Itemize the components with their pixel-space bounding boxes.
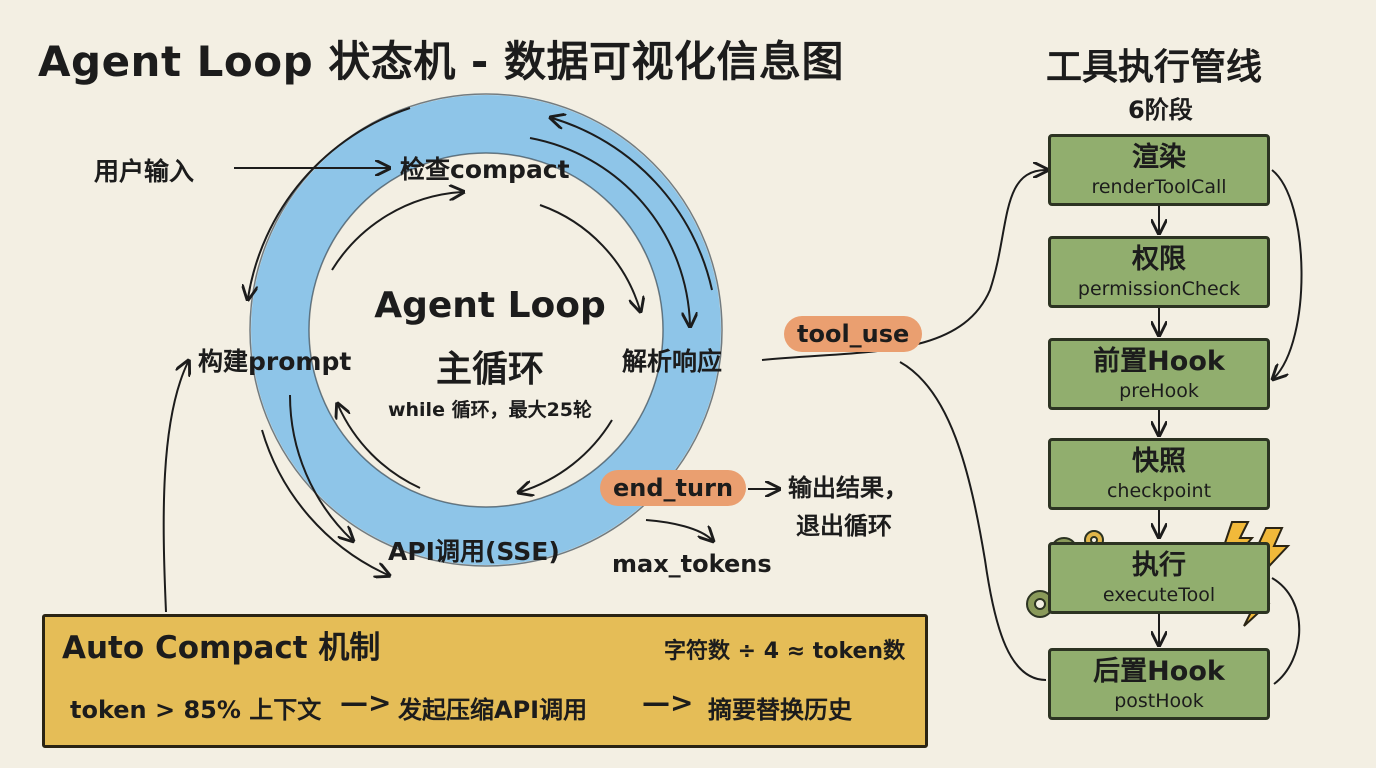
flow-arrow: —> (642, 686, 694, 719)
auto-compact-formula: 字符数 ÷ 4 ≈ token数 (664, 639, 906, 664)
auto-compact-step2: 发起压缩API调用 (398, 696, 588, 724)
loop-center-subtitle: 主循环 (435, 349, 544, 390)
stage-cn-label: 后置Hook (1093, 656, 1225, 687)
end-turn-result-line2: 退出循环 (796, 512, 892, 540)
stage-cn-label: 渲染 (1132, 142, 1186, 173)
stage-render: 渲染 renderToolCall (1048, 134, 1270, 206)
stage-en-label: permissionCheck (1077, 278, 1241, 300)
end-turn-badge: end_turn (600, 470, 747, 506)
node-check-compact: 检查compact (400, 155, 570, 184)
loop-center-note: while 循环，最大25轮 (387, 399, 593, 421)
loop-ring (251, 95, 721, 565)
auto-compact-step1: token > 85% 上下文 (70, 696, 322, 724)
stage-en-label: postHook (1114, 690, 1204, 712)
pipeline-subtitle: 6阶段 (1128, 96, 1193, 124)
node-parse-response: 解析响应 (622, 347, 723, 376)
tool-use-badge: tool_use (784, 316, 923, 352)
stage-en-label: preHook (1119, 380, 1199, 402)
loop-center-title: Agent Loop (374, 285, 606, 326)
flow-arrow: —> (340, 686, 392, 719)
stage-cn-label: 前置Hook (1093, 346, 1225, 377)
stage-cn-label: 快照 (1132, 446, 1186, 477)
stage-posthook: 后置Hook postHook (1048, 648, 1270, 720)
end-turn-result-line1: 输出结果， (788, 474, 908, 502)
stage-execute: 执行 executeTool (1048, 542, 1270, 614)
auto-compact-panel (42, 614, 928, 748)
stage-cn-label: 权限 (1132, 244, 1186, 275)
stage-permission: 权限 permissionCheck (1048, 236, 1270, 308)
stage-cn-label: 执行 (1132, 550, 1186, 581)
node-api-call: API调用(SSE) (388, 537, 560, 566)
max-tokens-label: max_tokens (612, 550, 772, 578)
stage-prehook: 前置Hook preHook (1048, 338, 1270, 410)
stage-en-label: checkpoint (1106, 480, 1212, 502)
auto-compact-step3: 摘要替换历史 (708, 696, 852, 724)
stage-en-label: executeTool (1102, 584, 1216, 606)
auto-compact-title: Auto Compact 机制 (62, 630, 381, 666)
page-title: Agent Loop 状态机 - 数据可视化信息图 (38, 37, 844, 86)
pipeline-title: 工具执行管线 (1046, 47, 1263, 88)
stage-checkpoint: 快照 checkpoint (1048, 438, 1270, 510)
user-input-label: 用户输入 (94, 157, 195, 186)
node-build-prompt: 构建prompt (198, 347, 352, 376)
stage-en-label: renderToolCall (1091, 176, 1227, 198)
